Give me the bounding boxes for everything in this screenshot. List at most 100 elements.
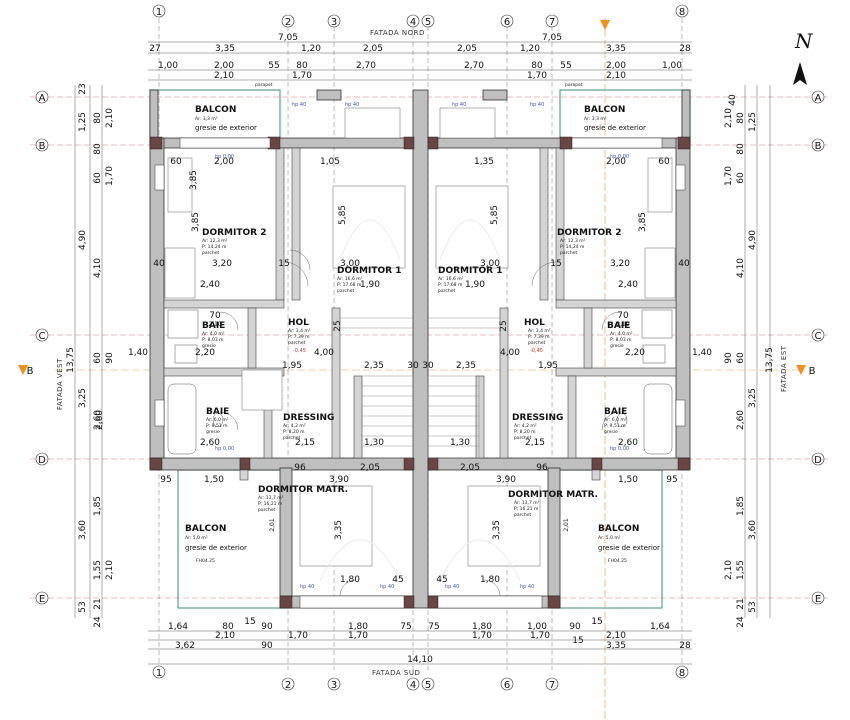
room-finish: gresie de exterior bbox=[584, 124, 646, 132]
grid-col-label: 1 bbox=[156, 7, 162, 18]
dim-text: 1,35 bbox=[474, 157, 494, 167]
room-name: BALCON bbox=[195, 105, 236, 115]
room-area: Ar: 4,2 m² bbox=[283, 423, 306, 429]
dim-text: 3,62 bbox=[175, 641, 195, 651]
dim-text: 2,35 bbox=[456, 361, 476, 371]
grid-col-label: 4 bbox=[410, 680, 416, 691]
grid-col-label: 7 bbox=[549, 680, 555, 691]
dim-text: 2,15 bbox=[295, 438, 315, 448]
room-name: DORMITOR MATR. bbox=[508, 490, 598, 500]
dim-text: 3,00 bbox=[340, 259, 360, 269]
room-perimeter: P: 9,51 m bbox=[206, 423, 228, 429]
facade-west-label: FATADA VEST bbox=[56, 358, 64, 410]
dim-text: 13,75 bbox=[765, 347, 775, 373]
room-perimeter: P: 14,24 m bbox=[202, 244, 226, 250]
dim-text: 2,05 bbox=[457, 44, 477, 54]
dim-text: 1,64 bbox=[168, 622, 188, 632]
room-finish: parchet bbox=[337, 288, 354, 294]
dim-text: 2,05 bbox=[460, 463, 480, 473]
room-finish: parchet bbox=[528, 340, 545, 346]
dim-text: 15 bbox=[572, 636, 583, 646]
dim-text: 70 bbox=[209, 311, 221, 321]
room-finish: gresie de exterior bbox=[185, 544, 247, 552]
room-perimeter: P: 8,03 m bbox=[610, 337, 632, 343]
room-area: Ar: 5,0 m² bbox=[185, 535, 208, 541]
hp-tag: hp 0,00 bbox=[215, 446, 234, 452]
dim-text: 2,10 bbox=[105, 108, 115, 128]
dim-text: 7,05 bbox=[542, 33, 562, 43]
level-tag: -0,45 bbox=[530, 348, 543, 354]
dim-text: 75 bbox=[428, 622, 439, 632]
dim-text: 1,95 bbox=[282, 361, 302, 371]
room-finish: gresie de exterior bbox=[195, 124, 257, 132]
dim-text: 2,00 bbox=[214, 157, 234, 167]
dim-text: 90 bbox=[569, 622, 581, 632]
dim-text: 27 bbox=[149, 44, 160, 54]
dim-text: 2,70 bbox=[464, 61, 484, 71]
dim-text: 1,55 bbox=[93, 560, 103, 580]
dim-text: 40 bbox=[153, 259, 165, 269]
dim-text: 3,60 bbox=[78, 520, 88, 540]
room-finish: gresie bbox=[202, 343, 216, 349]
section-marker-icon bbox=[600, 20, 610, 30]
grid-row-label: A bbox=[39, 93, 46, 104]
grid-col-label: 2 bbox=[285, 680, 291, 691]
dim-text: 21 bbox=[93, 598, 103, 609]
room-area: Ar: 12,3 m² bbox=[560, 238, 586, 244]
dim-text: 2,40 bbox=[200, 280, 220, 290]
grid-col-label: 8 bbox=[679, 668, 685, 679]
dim-text: 4,10 bbox=[93, 258, 103, 278]
room-name: BAIE bbox=[607, 321, 630, 331]
section-marker-icon bbox=[796, 365, 806, 375]
dim-text: 4,10 bbox=[736, 258, 746, 278]
dim-text: 1,70 bbox=[348, 631, 368, 641]
room-area: Ar: 13,7 m² bbox=[258, 495, 284, 501]
windows bbox=[154, 137, 686, 609]
dim-text: 1,50 bbox=[618, 475, 638, 485]
room-perimeter: P: 16,21 m bbox=[514, 506, 538, 512]
dim-text: 3,60 bbox=[748, 520, 758, 540]
section-marker-icon bbox=[18, 365, 28, 375]
hp-tag: hp 0,00 bbox=[610, 446, 629, 452]
level-note: FH04.25 bbox=[608, 558, 627, 564]
grid-col-label: 5 bbox=[425, 680, 431, 691]
dim-text: 2,00 bbox=[606, 61, 626, 71]
room-finish: parchet bbox=[438, 288, 455, 294]
dim-text: 28 bbox=[679, 44, 691, 54]
dim-text: 60 bbox=[736, 352, 746, 364]
dim-text: 4,90 bbox=[748, 230, 758, 250]
dim-text: 2,20 bbox=[625, 348, 645, 358]
room-perimeter: P: 8,20 m bbox=[283, 429, 305, 435]
dim-text: 3,25 bbox=[78, 388, 88, 408]
dim-text: 1,70 bbox=[724, 166, 734, 186]
dim-text: 2,05 bbox=[360, 463, 380, 473]
dim-text: 2,60 bbox=[95, 410, 105, 430]
room-perimeter: P: 8,20 m bbox=[514, 429, 536, 435]
grid-col-label: 4 bbox=[410, 17, 416, 28]
room-area: Ar: 3,3 m² bbox=[195, 116, 218, 122]
hp-tag: hp 40 bbox=[292, 102, 306, 108]
dim-text: 2,60 bbox=[200, 438, 220, 448]
dim-text: 60 bbox=[658, 157, 670, 167]
dim-text: 80 bbox=[531, 61, 543, 71]
section-label: B bbox=[809, 366, 816, 377]
dim-text: 4,00 bbox=[314, 348, 334, 358]
dim-text: 40 bbox=[678, 259, 690, 269]
room-name: DORMITOR 1 bbox=[438, 266, 502, 276]
dim-text: 45 bbox=[436, 575, 447, 585]
room-name: DRESSING bbox=[283, 413, 334, 423]
room-name: DORMITOR 1 bbox=[337, 266, 401, 276]
staircase bbox=[340, 317, 500, 459]
dim-text: 1,30 bbox=[364, 438, 384, 448]
dim-text: 90 bbox=[261, 622, 273, 632]
hp-tag: hp 40 bbox=[452, 102, 466, 108]
dim-text: 3,25 bbox=[748, 388, 758, 408]
room-name: BAIE bbox=[206, 407, 229, 417]
dim-text: 80 bbox=[736, 112, 746, 124]
dim-text: 1,95 bbox=[538, 361, 558, 371]
dim-text: 15 bbox=[550, 259, 561, 269]
dim-text: 80 bbox=[296, 61, 308, 71]
dim-text: 80 bbox=[93, 112, 103, 124]
dim-text: 1,00 bbox=[527, 622, 547, 632]
facade-east-label: FATADA EST bbox=[780, 345, 788, 392]
